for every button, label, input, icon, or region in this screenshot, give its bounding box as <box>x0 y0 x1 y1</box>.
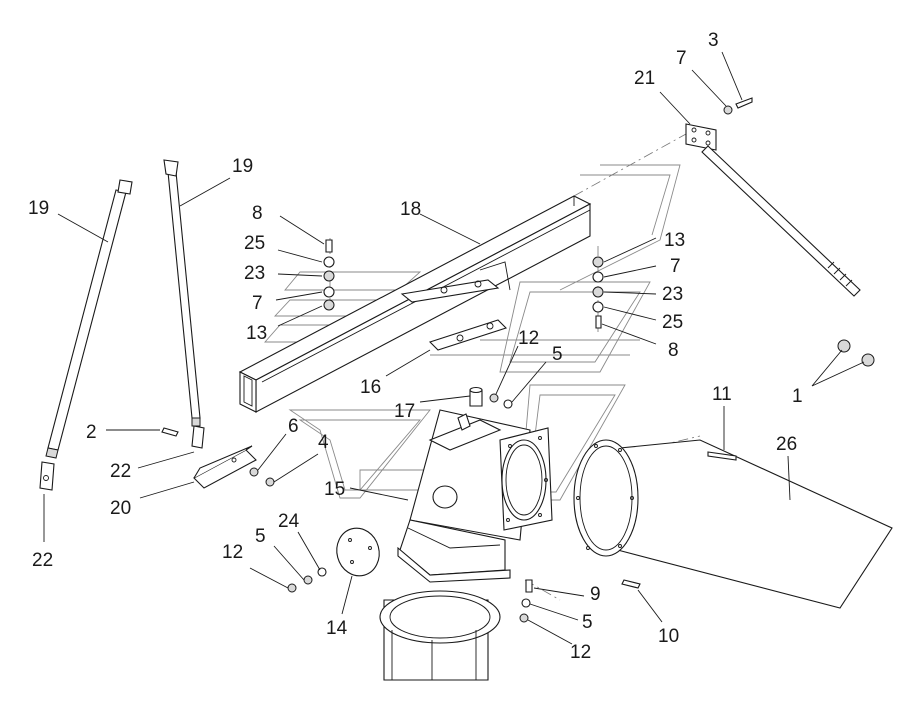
large-pipe <box>573 439 893 609</box>
callout-11: 11 <box>712 384 732 405</box>
callout-4: 4 <box>318 432 329 453</box>
callout-6: 6 <box>288 416 299 437</box>
clevis-end-lower <box>39 461 55 491</box>
callout-8-left: 8 <box>252 203 263 224</box>
callout-10: 10 <box>658 626 679 647</box>
callout-1: 1 <box>792 386 803 407</box>
middle-long-rod <box>163 159 201 427</box>
rod-bracket-plate <box>685 123 861 297</box>
callout-18: 18 <box>400 199 421 220</box>
left-long-rod <box>45 179 133 459</box>
callout-26: 26 <box>776 434 797 455</box>
round-cover-plate <box>336 527 380 577</box>
callout-12-lower-left: 12 <box>222 542 243 563</box>
lower-flanged-tube <box>379 590 501 681</box>
beam-brackets <box>400 261 511 351</box>
callout-5-top: 5 <box>552 344 563 365</box>
small-cylinder <box>469 386 483 407</box>
callout-23-left: 23 <box>244 263 265 284</box>
square-tube-beam <box>238 195 592 413</box>
callout-20: 20 <box>110 498 131 519</box>
callout-13-right: 13 <box>664 230 685 251</box>
callout-12-top: 12 <box>518 328 539 349</box>
callout-14: 14 <box>326 618 348 639</box>
callout-16: 16 <box>360 377 381 398</box>
callout-7-top: 7 <box>676 48 687 69</box>
callout-12-lower-middle: 12 <box>570 642 591 663</box>
callout-5-lower-left: 5 <box>255 526 266 547</box>
callout-15: 15 <box>324 479 345 500</box>
callout-7-right: 7 <box>670 256 681 277</box>
callout-24: 24 <box>278 511 300 532</box>
callout-7-left: 7 <box>252 293 263 314</box>
callout-2: 2 <box>86 422 97 443</box>
callout-13-left: 13 <box>246 323 267 344</box>
callout-23-right: 23 <box>662 284 683 305</box>
callout-21: 21 <box>634 68 655 89</box>
callout-9: 9 <box>590 584 601 605</box>
hopper-housing <box>397 409 553 583</box>
callout-labels: 1 2 3 4 5 5 5 6 7 7 7 8 8 9 10 11 12 12 … <box>28 30 803 663</box>
callout-22-bottom: 22 <box>32 550 53 571</box>
callout-3: 3 <box>708 30 719 51</box>
leader-lines <box>43 51 865 645</box>
callout-5-lower-middle: 5 <box>582 612 593 633</box>
callout-25-right: 25 <box>662 312 683 333</box>
callout-19-left: 19 <box>28 198 49 219</box>
angle-bracket <box>193 445 257 489</box>
callout-17: 17 <box>394 401 415 422</box>
clevis-end-upper <box>191 425 205 449</box>
callout-8-right: 8 <box>668 340 679 361</box>
callout-25-left: 25 <box>244 233 265 254</box>
callout-19-middle: 19 <box>232 156 253 177</box>
callout-22-middle: 22 <box>110 461 131 482</box>
